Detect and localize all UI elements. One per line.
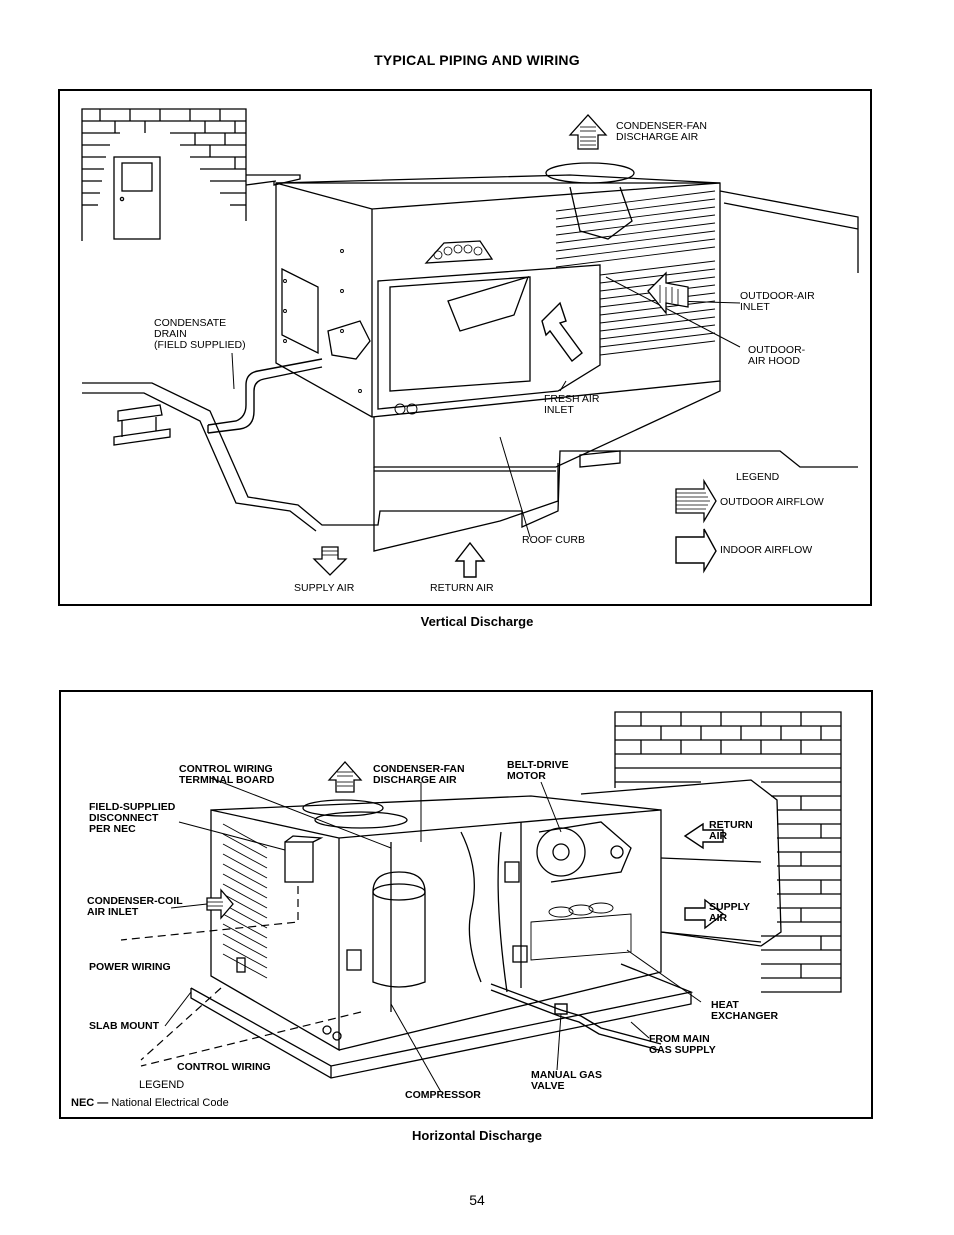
slab-mount	[190, 963, 694, 1079]
label-manual-gas-valve: MANUAL GAS VALVE	[531, 1069, 602, 1092]
label-compressor: COMPRESSOR	[405, 1089, 481, 1101]
label-roof-curb: ROOF CURB	[522, 534, 585, 546]
label-power-wiring: POWER WIRING	[89, 961, 171, 973]
vertical-discharge-diagram: CONDENSER-FAN DISCHARGE AIR OUTDOOR-AIR …	[58, 89, 872, 606]
outdoor-air-inlet-arrow	[647, 271, 689, 315]
page-title: TYPICAL PIPING AND WIRING	[374, 52, 580, 68]
legend-title: LEGEND	[139, 1079, 185, 1091]
ductwork	[580, 779, 782, 947]
leader-lines	[231, 276, 741, 538]
label-from-main-gas-supply: FROM MAIN GAS SUPPLY	[649, 1033, 716, 1056]
legend-outdoor-airflow-arrow	[675, 478, 717, 524]
packaged-unit	[210, 795, 662, 1052]
horizontal-discharge-diagram: CONTROL WIRING TERMINAL BOARD CONDENSER-…	[59, 690, 873, 1119]
label-condenser-coil-air-inlet: CONDENSER-COIL AIR INLET	[87, 895, 183, 918]
label-field-supplied-disconnect: FIELD-SUPPLIED DISCONNECT PER NEC	[89, 801, 176, 835]
label-control-wiring: CONTROL WIRING	[177, 1061, 271, 1073]
legend-nec-entry: NEC — National Electrical Code	[71, 1097, 229, 1109]
brick-wall	[614, 711, 842, 993]
horizontal-discharge-drawing	[120, 711, 842, 1093]
label-condensate-drain: CONDENSATE DRAIN (FIELD SUPPLIED)	[154, 317, 246, 351]
label-condenser-fan-discharge: CONDENSER-FAN DISCHARGE AIR	[373, 763, 465, 786]
label-supply-air: SUPPLY AIR	[294, 582, 355, 594]
legend-outdoor-airflow-label: OUTDOOR AIRFLOW	[720, 496, 824, 508]
vertical-discharge-drawing	[81, 108, 859, 578]
legend-nec-abbr: NEC —	[71, 1097, 109, 1109]
label-fresh-air-inlet: FRESH AIR INLET	[544, 393, 600, 416]
page-number: 54	[469, 1192, 485, 1208]
brick-wall	[81, 108, 247, 241]
supply-air-arrow	[312, 546, 348, 576]
label-return-air: RETURN AIR	[709, 819, 753, 842]
rooftop-unit	[275, 162, 721, 418]
door	[113, 156, 161, 240]
label-belt-drive-motor: BELT-DRIVE MOTOR	[507, 759, 569, 782]
roof-curb	[373, 381, 721, 552]
legend-nec-meaning: National Electrical Code	[108, 1097, 229, 1109]
condensate-drain-pipe	[207, 358, 323, 434]
wiring-lines	[120, 886, 362, 1067]
return-air-arrow	[683, 822, 724, 850]
label-slab-mount: SLAB MOUNT	[89, 1020, 159, 1032]
legend-indoor-airflow-arrow	[675, 528, 717, 574]
leader-lines	[164, 777, 702, 1093]
condenser-fan-discharge-arrow	[327, 761, 363, 793]
label-control-wiring-terminal-board: CONTROL WIRING TERMINAL BOARD	[179, 763, 275, 786]
label-supply-air: SUPPLY AIR	[709, 901, 751, 924]
condenser-coil-inlet-arrow	[206, 888, 234, 920]
label-heat-exchanger: HEAT EXCHANGER	[711, 999, 779, 1022]
legend-title: LEGEND	[736, 471, 780, 483]
fresh-air-inlet-arrow	[541, 301, 583, 363]
condenser-fan-discharge-arrow	[568, 114, 608, 150]
label-outdoor-air-inlet: OUTDOOR-AIR INLET	[740, 290, 815, 313]
label-outdoor-air-hood: OUTDOOR- AIR HOOD	[748, 344, 806, 367]
supply-air-arrow	[684, 898, 725, 930]
vertical-discharge-caption: Vertical Discharge	[420, 614, 534, 629]
label-return-air: RETURN AIR	[430, 582, 494, 594]
return-air-arrow	[454, 541, 486, 578]
legend-indoor-airflow-label: INDOOR AIRFLOW	[720, 544, 813, 556]
horizontal-discharge-caption: Horizontal Discharge	[411, 1128, 543, 1143]
label-condenser-fan-discharge: CONDENSER-FAN DISCHARGE AIR	[616, 120, 708, 143]
